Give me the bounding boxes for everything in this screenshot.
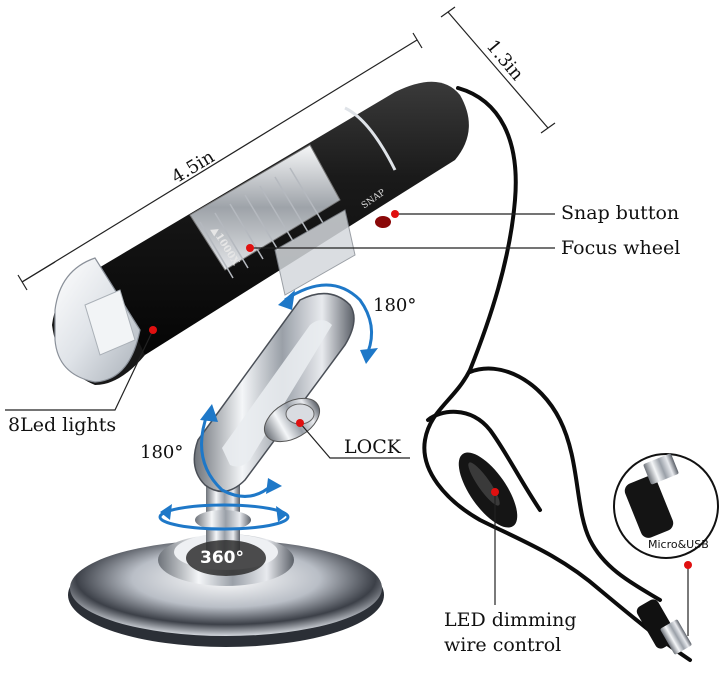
chrome-arm [193, 292, 355, 493]
dimension-line-length [17, 32, 423, 291]
micro-usb-inset [613, 453, 719, 559]
usb-cable [422, 86, 692, 662]
upper-rotation-label: 180° [373, 295, 417, 316]
degree-badge-360 [186, 540, 266, 576]
focus-wheel-label: Focus wheel [561, 237, 681, 259]
usb-plug [636, 599, 692, 655]
dimension-line-diameter [440, 6, 556, 134]
callout-lines [5, 213, 689, 636]
rotation-arrow-base [158, 503, 290, 531]
micro-usb-label: Micro&USB [648, 538, 709, 551]
snap-button-label: Snap button [561, 202, 680, 224]
led-dimming-label-line2: wire control [444, 634, 562, 656]
dimmer-controller [458, 452, 518, 528]
base-rotation-label: 360° [200, 548, 244, 568]
led-dimming-label-line1: LED dimming [444, 609, 577, 631]
led-lights-label: 8Led lights [8, 414, 117, 436]
lock-label: LOCK [344, 436, 401, 458]
rotation-arrow-left [200, 404, 282, 498]
microscope-body [52, 81, 469, 385]
rotation-arrow-upper [278, 283, 378, 364]
left-rotation-label: 180° [140, 442, 184, 463]
callout-dots [149, 210, 692, 569]
